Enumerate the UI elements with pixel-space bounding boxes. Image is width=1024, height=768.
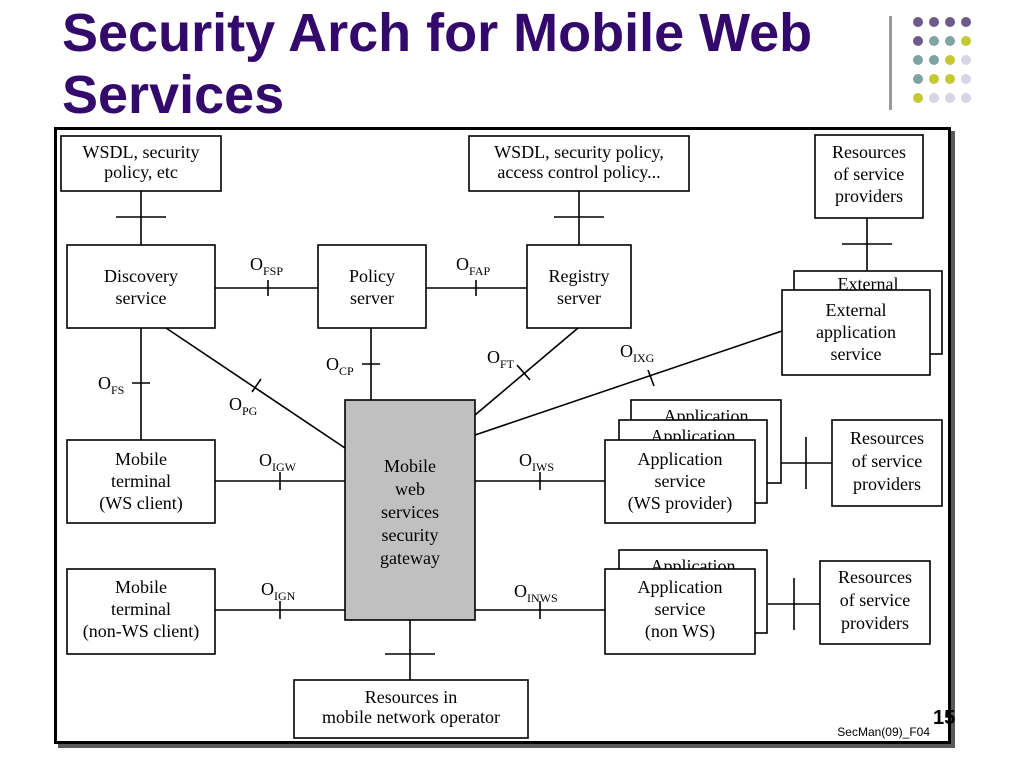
box-label-mobile-ws: terminal: [111, 471, 171, 491]
box-label-resources-ws: of service: [852, 451, 922, 471]
decorative-dot: [961, 74, 971, 84]
title-line-2: Services: [62, 65, 285, 125]
box-label-wsdl-left: WSDL, security: [83, 142, 200, 162]
box-app-nonws: [604, 568, 756, 655]
box-label-wsdl-mid: access control policy...: [497, 162, 660, 182]
box-label-external: application: [816, 322, 896, 342]
box-label-resources-nonws: of service: [840, 590, 910, 610]
decorative-dot: [913, 74, 923, 84]
box-label-app-nonws: service: [655, 599, 706, 619]
interface-label-o-fap: OFAP: [456, 254, 490, 278]
box-label-resources-nonws: providers: [841, 613, 909, 633]
box-resources-ws: [831, 419, 943, 507]
decorative-dot-grid: [913, 17, 971, 103]
box-label-gateway: security: [382, 525, 439, 545]
box-label-external-back: External: [838, 274, 899, 294]
interface-label-o-fsp: OFSP: [250, 254, 283, 278]
interface-label-o-fs: OFS: [98, 373, 124, 397]
box-resources-top: [814, 134, 924, 219]
box-label-mobile-nonws: (non-WS client): [83, 621, 199, 642]
box-label-external: service: [831, 344, 882, 364]
box-label-wsdl-mid: WSDL, security policy,: [494, 142, 664, 162]
box-label-app-nonws: Application: [638, 577, 723, 597]
box-label-mobile-ws: (WS client): [99, 493, 182, 514]
interface-label-o-ft: OFT: [487, 347, 515, 371]
page-number: 15: [933, 707, 956, 729]
box-label-external: External: [826, 300, 887, 320]
box-label-gateway: Mobile: [384, 456, 436, 476]
box-label-resources-top: Resources: [832, 142, 906, 162]
box-label-gateway: services: [381, 502, 439, 522]
box-label-mobile-nonws: Mobile: [115, 577, 167, 597]
box-label-wsdl-left: policy, etc: [104, 162, 178, 182]
decorative-dot: [929, 36, 939, 46]
interface-label-o-igw: OIGW: [259, 450, 297, 474]
box-label-policy: Policy: [349, 266, 395, 286]
box-label-resources-ws: providers: [853, 474, 921, 494]
interface-label-o-inws: OINWS: [514, 581, 558, 605]
box-wsdl-left: [60, 135, 222, 192]
box-discovery: [66, 244, 216, 329]
interface-label-o-iws: OIWS: [519, 450, 554, 474]
decorative-dot: [961, 36, 971, 46]
decorative-dot: [913, 93, 923, 103]
interface-label-o-ixg: OIXG: [620, 341, 655, 365]
box-label-resources-top: of service: [834, 164, 904, 184]
decorative-dot: [961, 93, 971, 103]
interface-label-o-pg: OPG: [229, 394, 258, 418]
decorative-dot: [913, 55, 923, 65]
box-resources-operator: [293, 679, 529, 739]
box-label-app-ws: Application: [638, 449, 723, 469]
box-mobile-nonws: [66, 568, 216, 655]
box-wsdl-mid: [468, 135, 690, 192]
box-label-app-ws: (WS provider): [628, 493, 732, 514]
box-label-resources-operator: Resources in: [365, 687, 457, 707]
title-line-1: Security Arch for Mobile Web: [62, 3, 813, 63]
decorative-dot: [945, 55, 955, 65]
decorative-dot: [929, 93, 939, 103]
decorative-dot: [961, 55, 971, 65]
box-gateway: [344, 399, 476, 621]
decorative-dot: [945, 93, 955, 103]
box-label-policy: server: [350, 288, 394, 308]
decorative-dot: [913, 17, 923, 27]
box-label-registry: server: [557, 288, 601, 308]
box-label-mobile-nonws: terminal: [111, 599, 171, 619]
title-divider: [889, 16, 892, 110]
box-mobile-ws: [66, 439, 216, 524]
slide-title: Security Arch for Mobile Web Services: [62, 2, 812, 126]
box-label-gateway: web: [395, 479, 425, 499]
box-label-mobile-ws: Mobile: [115, 449, 167, 469]
box-app-ws: [604, 439, 756, 524]
box-external: [781, 289, 931, 376]
decorative-dot: [961, 17, 971, 27]
box-policy: [317, 244, 427, 329]
box-label-discovery: Discovery: [104, 266, 178, 286]
box-label-registry: Registry: [549, 266, 610, 286]
decorative-dot: [929, 17, 939, 27]
figure-id-label: SecMan(09)_F04: [837, 725, 930, 739]
interface-label-o-ign: OIGN: [261, 579, 296, 603]
decorative-dot: [945, 36, 955, 46]
box-label-resources-ws: Resources: [850, 428, 924, 448]
interface-label-o-cp: OCP: [326, 354, 354, 378]
box-label-app-ws: service: [655, 471, 706, 491]
box-registry: [526, 244, 632, 329]
box-label-gateway: gateway: [380, 548, 440, 568]
box-label-resources-operator: mobile network operator: [322, 707, 500, 727]
box-label-resources-top: providers: [835, 186, 903, 206]
box-label-resources-nonws: Resources: [838, 567, 912, 587]
box-label-app-nonws: (non WS): [645, 621, 715, 642]
decorative-dot: [945, 17, 955, 27]
decorative-dot: [945, 74, 955, 84]
decorative-dot: [913, 36, 923, 46]
decorative-dot: [929, 55, 939, 65]
decorative-dot: [929, 74, 939, 84]
box-resources-nonws: [819, 560, 931, 645]
box-label-discovery: service: [116, 288, 167, 308]
